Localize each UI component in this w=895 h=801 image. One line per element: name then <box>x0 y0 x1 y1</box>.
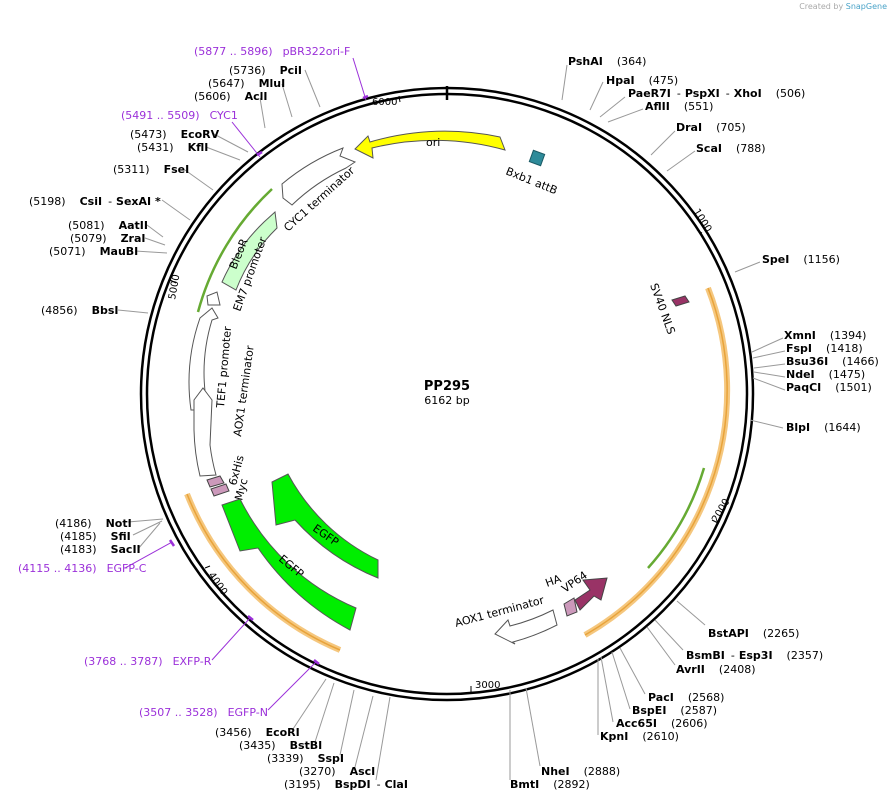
site-asci[interactable]: (3270)AscI <box>299 765 375 778</box>
tick-5000: 5000 <box>167 274 182 301</box>
site-aflii[interactable]: AflII(551) <box>645 100 713 113</box>
ori-feature[interactable] <box>354 130 506 159</box>
site-blpi[interactable]: BlpI(1644) <box>786 421 861 434</box>
ori-label: ori <box>426 136 440 149</box>
egfp-lower-feature[interactable] <box>221 498 357 631</box>
aox1-left-label: AOX1 terminator <box>231 344 257 437</box>
bleo-green-arc <box>196 188 273 313</box>
vp64-label: VP64 <box>559 569 590 596</box>
primer-leaders <box>124 57 367 711</box>
site-leaders <box>117 64 786 781</box>
site-pshai[interactable]: PshAI(364) <box>568 55 646 68</box>
site-nhei[interactable]: NheI(2888) <box>541 765 620 778</box>
site-drai[interactable]: DraI(705) <box>676 121 746 134</box>
site-ecorv[interactable]: (5473)EcoRV <box>130 128 220 141</box>
site-pcii[interactable]: (5736)PciI <box>229 64 302 77</box>
site-kfli[interactable]: (5431)KflI <box>137 141 208 154</box>
vp64-feature[interactable] <box>574 577 608 611</box>
site-aatii[interactable]: (5081)AatII <box>68 219 148 232</box>
tef1-label: TEF1 promoter <box>214 325 234 409</box>
inner-green-arc <box>647 467 706 569</box>
snapgene-credit: Created by SnapGene <box>799 2 887 11</box>
primer-egfp-n[interactable]: (3507 .. 3528)EGFP-N <box>139 706 268 719</box>
credit-prefix: Created by <box>799 2 844 11</box>
primer-pbr322ori-f[interactable]: (5877 .. 5896)pBR322ori-F <box>194 45 350 58</box>
primer-cyc1[interactable]: (5491 .. 5509)CYC1 <box>121 109 238 122</box>
primer-egfp-c[interactable]: (4115 .. 4136)EGFP-C <box>18 562 147 575</box>
sv40-span-highlight <box>583 286 731 638</box>
site-bbsi[interactable]: (4856)BbsI <box>41 304 118 317</box>
primer-marks <box>168 94 369 665</box>
site-maubi[interactable]: (5071)MauBI <box>49 245 138 258</box>
site-xmni[interactable]: XmnI(1394) <box>784 329 866 342</box>
em7-feature[interactable] <box>206 291 221 306</box>
ha-feature[interactable] <box>563 597 578 617</box>
plasmid-length: 6162 bp <box>424 394 469 407</box>
site-bstbi[interactable]: (3435)BstBI <box>239 739 322 752</box>
cyc1-terminator-feature[interactable] <box>281 147 357 206</box>
site-sfii[interactable]: (4185)SfiI <box>60 530 131 543</box>
site-bsmbi[interactable]: BsmBI-Esp3I(2357) <box>686 649 823 662</box>
primers: (5877 .. 5896)pBR322ori-F (5491 .. 5509)… <box>18 45 350 719</box>
site-bspdi[interactable]: (3195)BspDI-ClaI <box>284 778 408 791</box>
site-sspi[interactable]: (3339)SspI <box>267 752 344 765</box>
sv40-span <box>584 287 728 636</box>
site-paqci[interactable]: PaqCI(1501) <box>786 381 872 394</box>
sv40-nls-feature[interactable] <box>671 295 690 307</box>
bxb1-label: Bxb1 attB <box>504 165 559 197</box>
bxb1-feature[interactable] <box>528 149 546 167</box>
egfp-upper-feature[interactable] <box>271 473 379 579</box>
site-acc65i[interactable]: Acc65I(2606) <box>616 717 708 730</box>
bleor-feature[interactable] <box>221 210 278 291</box>
site-hpai[interactable]: HpaI(475) <box>606 74 678 87</box>
site-zrai[interactable]: (5079)ZraI <box>70 232 146 245</box>
site-scai[interactable]: ScaI(788) <box>696 142 766 155</box>
site-acli[interactable]: (5606)AclI <box>194 90 267 103</box>
myc-label: Myc <box>232 477 250 502</box>
site-kpni[interactable]: KpnI(2610) <box>600 730 679 743</box>
aox1-terminator-right-feature[interactable] <box>494 609 558 645</box>
site-bstapi[interactable]: BstAPI(2265) <box>708 627 799 640</box>
credit-brand: SnapGene <box>845 2 887 11</box>
plasmid-name: PP295 <box>424 379 470 394</box>
site-bsu36i[interactable]: Bsu36I(1466) <box>786 355 879 368</box>
sv40-label: SV40 NLS <box>647 282 677 337</box>
site-paci[interactable]: PacI(2568) <box>648 691 724 704</box>
site-mlui[interactable]: (5647)MluI <box>208 77 285 90</box>
site-ecori[interactable]: (3456)EcoRI <box>215 726 300 739</box>
site-paer7i[interactable]: PaeR7I-PspXI-XhoI(506) <box>628 87 805 100</box>
tick-3000: 3000 <box>475 680 500 691</box>
aox1-terminator-left-feature[interactable] <box>193 387 217 477</box>
6xhis-feature[interactable] <box>206 475 225 488</box>
site-avrii[interactable]: AvrII(2408) <box>676 663 755 676</box>
site-noti[interactable]: (4186)NotI <box>55 517 132 530</box>
site-fspi[interactable]: FspI(1418) <box>786 342 863 355</box>
site-csii[interactable]: (5198)CsiI-SexAI * <box>29 195 161 208</box>
myc-feature[interactable] <box>210 483 230 497</box>
egfp-span <box>186 493 341 651</box>
restriction-sites: PshAI(364) HpaI(475) PaeR7I-PspXI-XhoI(5… <box>29 55 879 791</box>
site-bspei[interactable]: BspEI(2587) <box>632 704 717 717</box>
site-bmti[interactable]: BmtI(2892) <box>510 778 590 791</box>
tick-4000: 4000 <box>206 570 230 597</box>
site-spei[interactable]: SpeI(1156) <box>762 253 840 266</box>
ha-label: HA <box>544 572 564 590</box>
site-ndei[interactable]: NdeI(1475) <box>786 368 865 381</box>
site-sacii[interactable]: (4183)SacII <box>60 543 141 556</box>
site-fsei[interactable]: (5311)FseI <box>113 163 189 176</box>
tick-6000: 6000 <box>372 97 397 108</box>
tick-1000: 1000 <box>691 207 714 234</box>
primer-exfp-r[interactable]: (3768 .. 3787)EXFP-R <box>84 655 212 668</box>
